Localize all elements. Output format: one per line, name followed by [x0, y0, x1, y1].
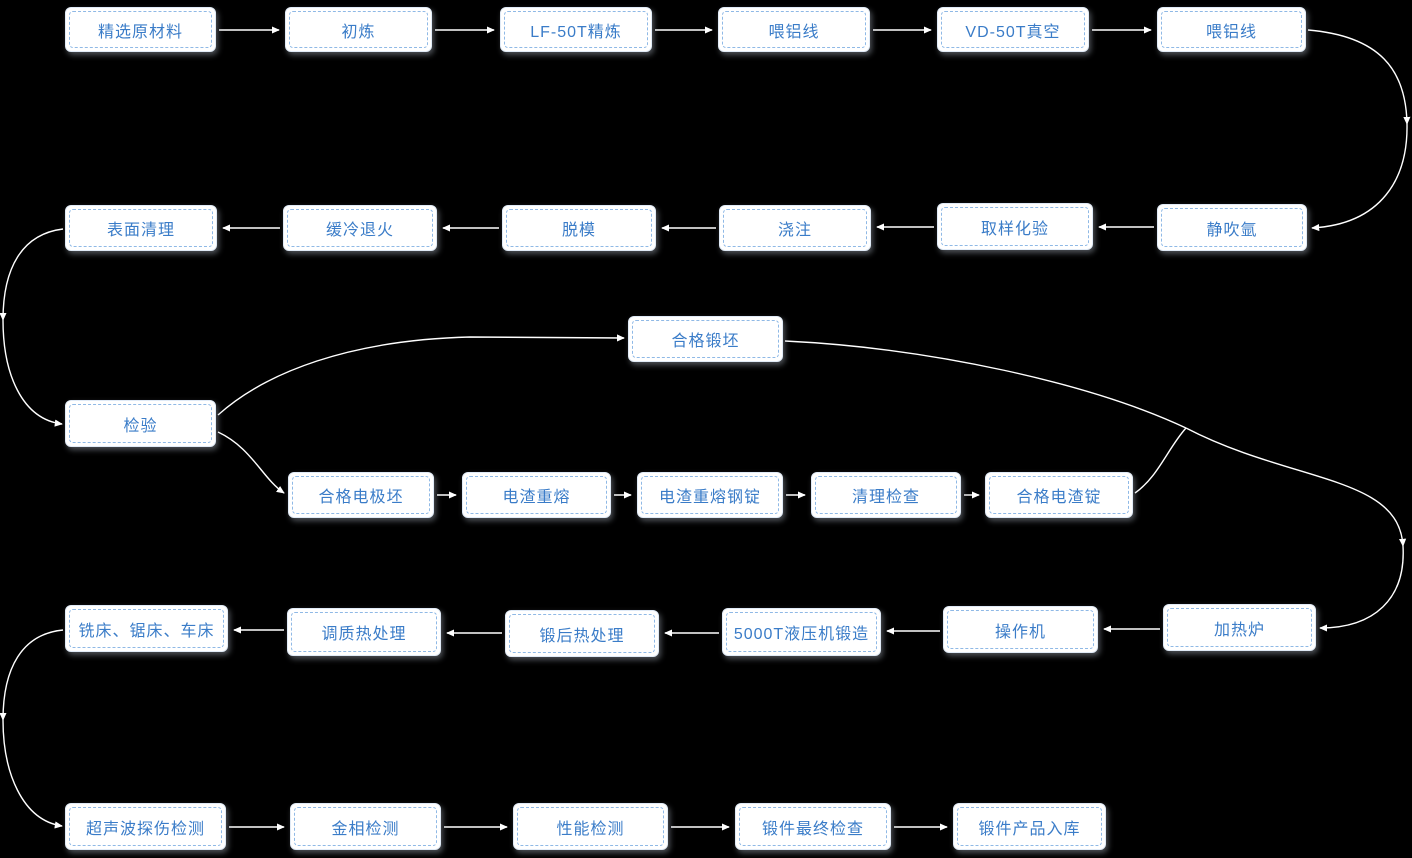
node-label-clean-check: 清理检查: [815, 476, 957, 514]
node-label-performance-test: 性能检测: [517, 807, 664, 846]
node-label-slow-cool-anneal: 缓冷退火: [287, 209, 433, 247]
edge-milling-to-ut-test-seg1: [2, 719, 63, 829]
edge-inspect-to-qualified-electrode-seg0: [217, 431, 285, 494]
node-label-demould: 脱模: [506, 209, 652, 247]
node-lf-refine: LF-50T精炼: [500, 7, 652, 52]
node-label-select-raw: 精选原材料: [69, 11, 212, 48]
node-qualified-esr-ingot: 合格电渣锭: [985, 472, 1133, 518]
edge-qualified-forge-billet-to-heating-furnace-seg0: [784, 340, 1187, 429]
node-clean-check: 清理检查: [811, 472, 961, 518]
node-qualified-electrode: 合格电极坯: [288, 472, 434, 518]
node-label-sample-test: 取样化验: [941, 207, 1089, 246]
edge-qualified-esr-ingot-to-heating-furnace-seg0: [1134, 427, 1187, 494]
node-qualified-forge-billet: 合格锻坯: [628, 316, 783, 362]
node-manipulator: 操作机: [943, 606, 1098, 653]
node-label-press-forge: 5000T液压机锻造: [726, 612, 877, 652]
node-label-esr: 电渣重熔: [466, 476, 607, 514]
edge-inspect-to-qualified-forge-billet-seg0: [217, 334, 625, 416]
edge-milling-to-ut-test-seg0: [0, 629, 64, 721]
node-argon-blow: 静吹氩: [1157, 204, 1307, 251]
node-label-heating-furnace: 加热炉: [1167, 608, 1312, 647]
edge-surface-clean-to-inspect-seg1: [2, 319, 63, 427]
node-label-feed-al-1: 喂铝线: [722, 11, 866, 48]
edge-qualified-forge-billet-to-heating-furnace-seg1: [1185, 427, 1407, 547]
node-label-qualified-esr-ingot: 合格电渣锭: [989, 476, 1129, 514]
node-warehouse: 锻件产品入库: [953, 803, 1106, 850]
node-demould: 脱模: [502, 205, 656, 251]
node-final-check: 锻件最终检查: [735, 803, 891, 850]
node-label-qt-heat: 调质热处理: [291, 612, 437, 652]
node-ut-test: 超声波探伤检测: [65, 803, 226, 850]
node-label-feed-al-2: 喂铝线: [1161, 11, 1302, 48]
node-slow-cool-anneal: 缓冷退火: [283, 205, 437, 251]
node-surface-clean: 表面清理: [65, 205, 217, 251]
edge-feed-al-2-to-argon-blow-seg1: [1311, 123, 1408, 232]
node-pour: 浇注: [719, 205, 871, 251]
node-label-surface-clean: 表面清理: [69, 209, 213, 247]
node-qt-heat: 调质热处理: [287, 608, 441, 656]
node-initial-smelt: 初炼: [285, 7, 432, 52]
node-label-vd-vacuum: VD-50T真空: [941, 11, 1085, 48]
node-label-warehouse: 锻件产品入库: [957, 807, 1102, 846]
node-feed-al-1: 喂铝线: [718, 7, 870, 52]
edge-qualified-forge-billet-to-heating-furnace-seg2: [1319, 545, 1404, 632]
node-esr: 电渣重熔: [462, 472, 611, 518]
node-post-forge-heat: 锻后热处理: [505, 610, 659, 657]
node-label-inspect: 检验: [69, 404, 212, 443]
node-milling: 铣床、锯床、车床: [65, 605, 228, 652]
node-esr-ingot: 电渣重熔钢锭: [637, 472, 783, 518]
node-label-metallographic: 金相检测: [294, 807, 437, 846]
node-heating-furnace: 加热炉: [1163, 604, 1316, 651]
edge-feed-al-2-to-argon-blow-seg0: [1307, 29, 1411, 125]
node-label-post-forge-heat: 锻后热处理: [509, 614, 655, 653]
node-sample-test: 取样化验: [937, 203, 1093, 250]
node-label-esr-ingot: 电渣重熔钢锭: [641, 476, 779, 514]
node-label-milling: 铣床、锯床、车床: [69, 609, 224, 648]
node-performance-test: 性能检测: [513, 803, 668, 850]
node-press-forge: 5000T液压机锻造: [722, 608, 881, 656]
node-label-ut-test: 超声波探伤检测: [69, 807, 222, 846]
node-label-lf-refine: LF-50T精炼: [504, 11, 648, 48]
node-label-final-check: 锻件最终检查: [739, 807, 887, 846]
edge-surface-clean-to-inspect-seg0: [0, 228, 64, 321]
node-metallographic: 金相检测: [290, 803, 441, 850]
node-vd-vacuum: VD-50T真空: [937, 7, 1089, 52]
node-label-initial-smelt: 初炼: [289, 11, 428, 48]
node-label-manipulator: 操作机: [947, 610, 1094, 649]
node-inspect: 检验: [65, 400, 216, 447]
node-select-raw: 精选原材料: [65, 7, 216, 52]
node-feed-al-2: 喂铝线: [1157, 7, 1306, 52]
node-label-pour: 浇注: [723, 209, 867, 247]
node-label-qualified-electrode: 合格电极坯: [292, 476, 430, 514]
node-label-qualified-forge-billet: 合格锻坯: [632, 320, 779, 358]
node-label-argon-blow: 静吹氩: [1161, 208, 1303, 247]
